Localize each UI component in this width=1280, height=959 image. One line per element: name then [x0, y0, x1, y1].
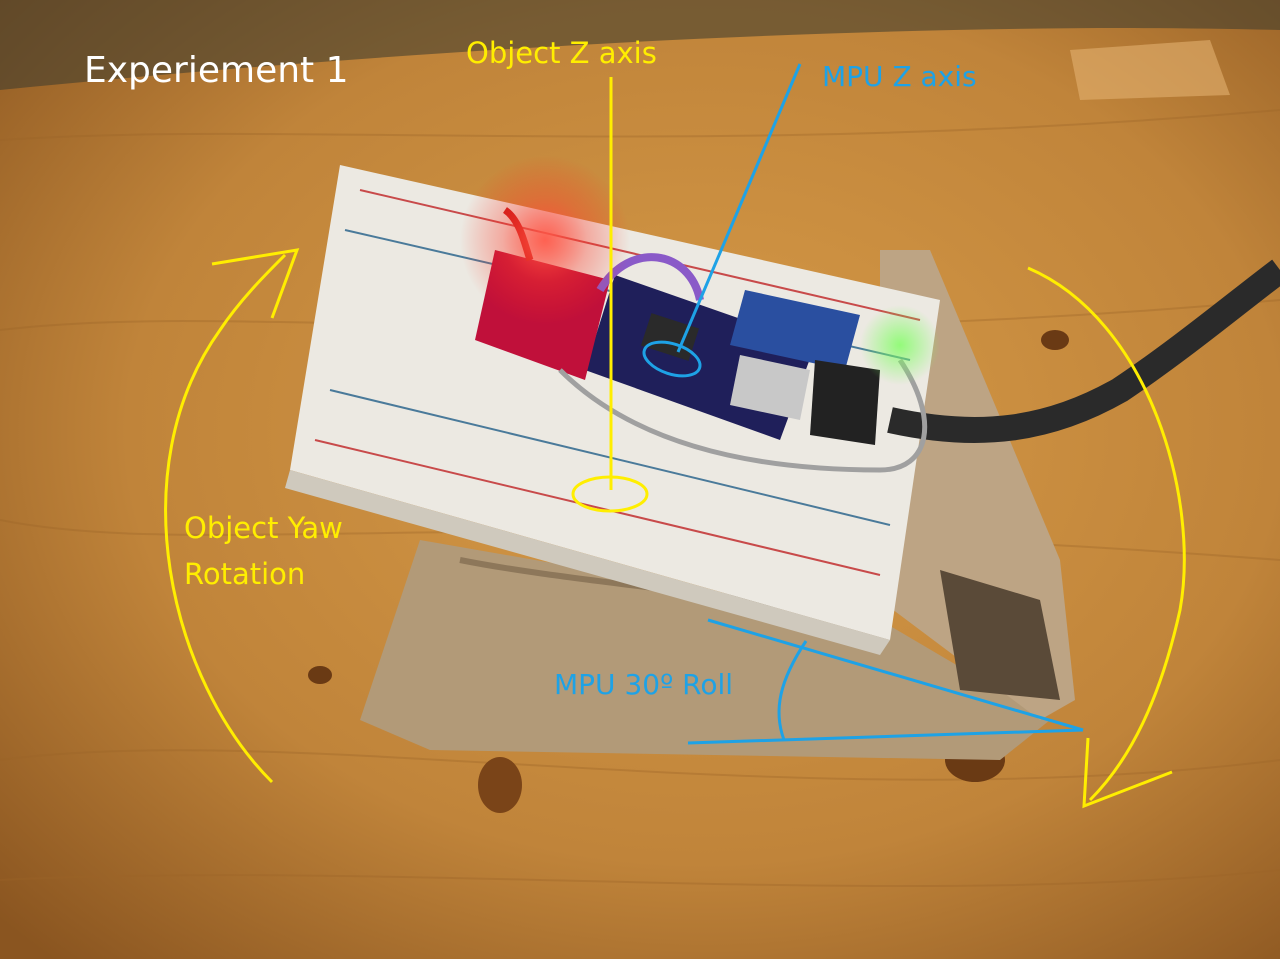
roll-angle-lines	[687, 618, 1084, 745]
gray-wire	[558, 358, 928, 473]
object-z-axis-label: Object Z axis	[466, 36, 657, 70]
green-led-glow	[860, 305, 940, 385]
mpu-module	[730, 290, 860, 370]
object-yaw-label-line2: Rotation	[184, 557, 306, 591]
object-z-axis-line	[571, 77, 649, 513]
mpu-z-axis-line	[642, 63, 802, 378]
usb-cable	[887, 259, 1280, 443]
yaw-arrow-left	[164, 248, 300, 784]
object-yaw-label-line1: Object Yaw	[184, 511, 343, 545]
experiment-title: Experiement 1	[84, 50, 349, 91]
red-led-glow	[460, 155, 630, 325]
black-connector	[810, 360, 880, 445]
mpu-roll-label: MPU 30º Roll	[554, 668, 734, 701]
yaw-arrow-right	[1027, 266, 1186, 809]
mpu-z-axis-label: MPU Z axis	[822, 60, 977, 93]
